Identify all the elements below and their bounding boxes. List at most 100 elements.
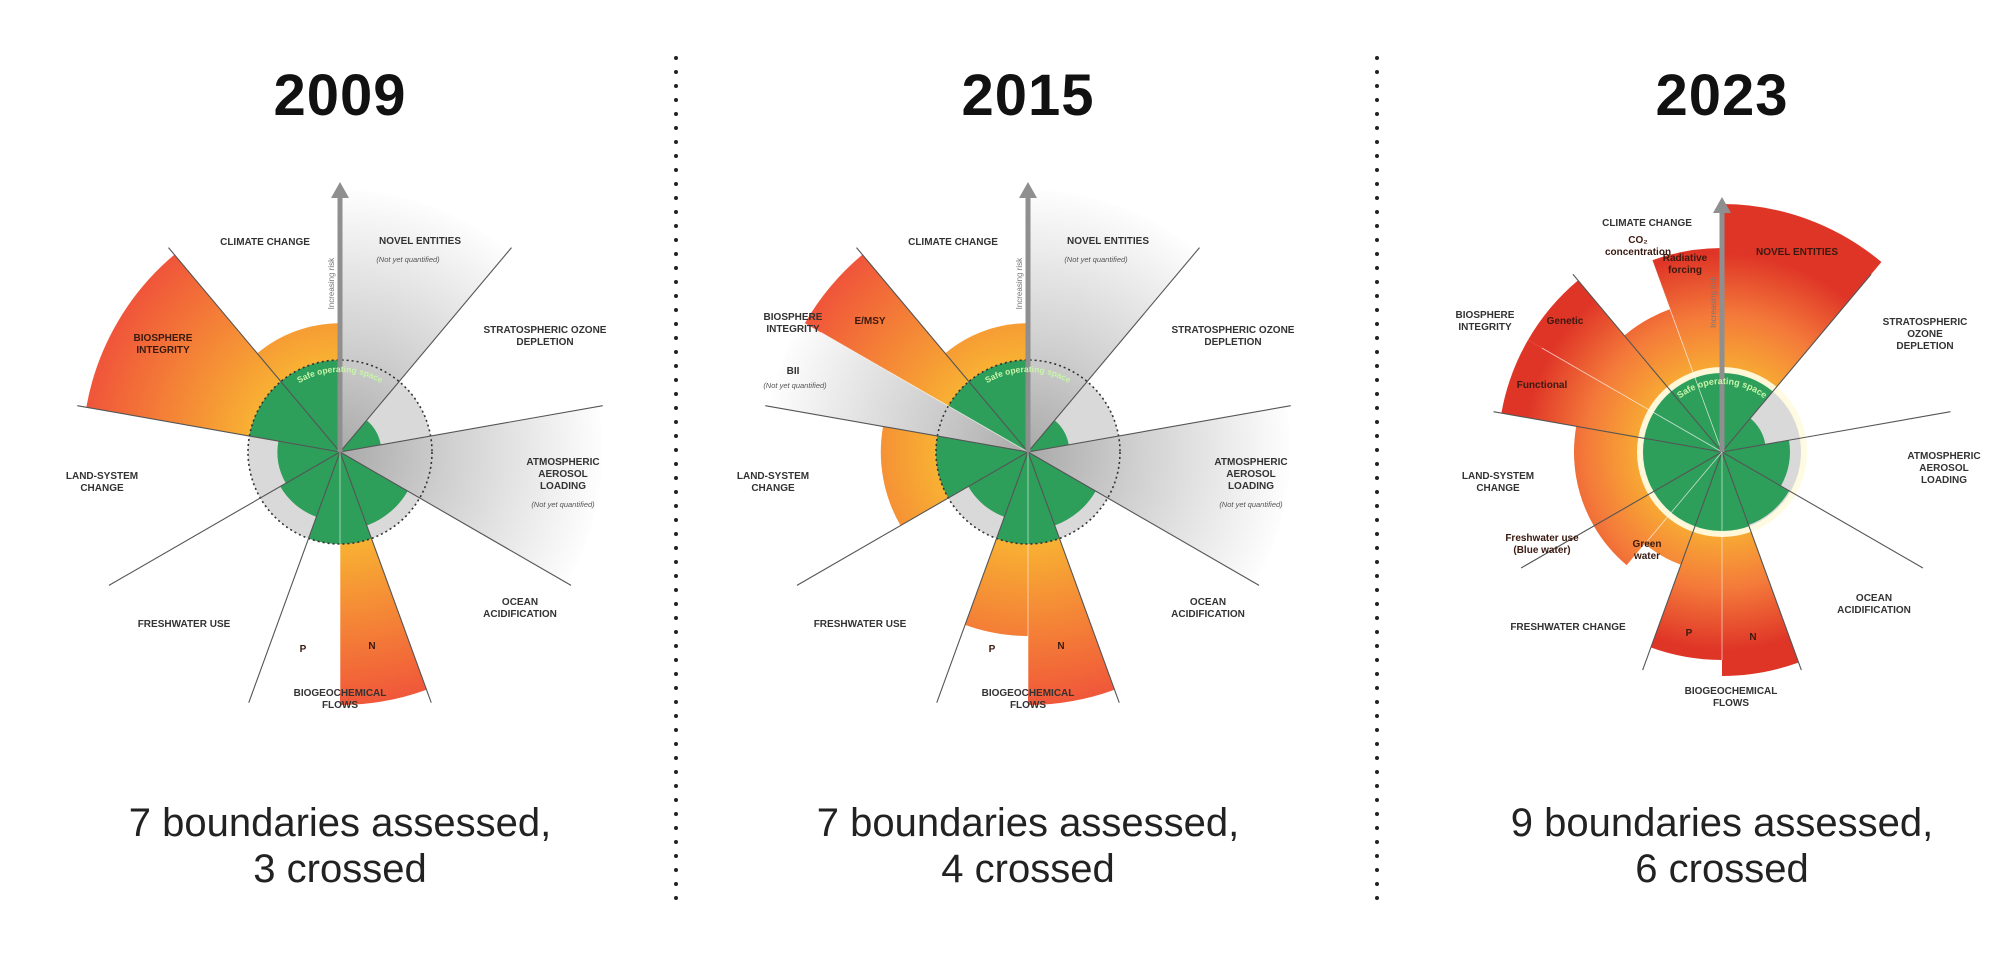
label-n: N <box>1057 641 1065 652</box>
sector-divider <box>339 247 512 453</box>
wedge-land-safe <box>936 436 1028 498</box>
sector-divider <box>1721 451 1802 671</box>
increasing-risk-label: Increasing risk <box>327 257 336 310</box>
label-climate: CLIMATE CHANGE <box>220 237 310 248</box>
sector-divider <box>936 451 1029 703</box>
label-aerosol: ATMOSPHERIC AEROSOL LOADING <box>526 457 600 492</box>
label-land: LAND-SYSTEM CHANGE <box>65 471 139 494</box>
label-biosphere: BIOSPHERE INTEGRITY <box>133 333 193 356</box>
wedge-emsy-safe <box>948 381 1028 452</box>
label-co2: CO₂ concentration <box>1604 235 1672 258</box>
sector-divider <box>1027 451 1260 586</box>
label-bii-note: (Not yet quantified) <box>763 381 827 390</box>
label-land: LAND-SYSTEM CHANGE <box>1461 471 1535 494</box>
wedge-ocean-safe <box>340 452 408 526</box>
wedge-green-safe <box>1670 452 1722 528</box>
year-title: 2023 <box>1655 63 1789 128</box>
sector-divider <box>339 405 603 453</box>
wedge-ocean-safe <box>1028 452 1096 526</box>
label-genetic: Genetic <box>1546 316 1584 327</box>
wedge-aerosol-unquantified <box>1028 406 1291 584</box>
caption-line: 7 boundaries assessed, <box>128 801 552 845</box>
caption-line: 6 crossed <box>1635 847 1809 891</box>
wedge-novel-unquantified <box>1028 189 1197 453</box>
sub-divider <box>1650 256 1723 453</box>
sector-divider <box>1721 273 1872 453</box>
label-ocean: OCEAN ACIDIFICATION <box>483 597 557 620</box>
label-aerosol-note: (Not yet quantified) <box>531 500 595 509</box>
label-novel-note: (Not yet quantified) <box>376 255 440 264</box>
sector-divider <box>1027 405 1291 453</box>
label-biogeo: BIOGEOCHEMICAL FLOWS <box>981 688 1075 711</box>
label-p: P <box>299 644 307 655</box>
label-novel: NOVEL ENTITIES <box>378 236 462 247</box>
boundary-ring <box>247 359 433 545</box>
label-ozone: STRATOSPHERIC OZONE DEPLETION <box>1882 317 1968 352</box>
sector-divider <box>1642 451 1723 671</box>
sector-divider <box>77 405 341 453</box>
wedge-freshwater-safe <box>968 452 1028 517</box>
increasing-risk-label: Increasing risk <box>1709 275 1718 328</box>
wedge-land-safe <box>277 441 340 484</box>
caption-line: 7 boundaries assessed, <box>816 801 1240 845</box>
wedge-aerosol-unquantified <box>340 406 603 584</box>
sector-divider <box>1493 411 1723 453</box>
wedge-climate-safe <box>968 360 1028 452</box>
wedge-novel-safe <box>1722 372 1774 452</box>
boundary-ring <box>935 359 1121 545</box>
wedge-land-safe <box>1642 438 1722 492</box>
wedge-ozone-safe <box>1722 418 1766 452</box>
sector-divider <box>765 405 1029 453</box>
label-climate: CLIMATE CHANGE <box>1602 218 1692 229</box>
label-freshwater: FRESHWATER CHANGE <box>1510 622 1626 633</box>
assessment-caption: 7 boundaries assessed,4 crossed <box>817 800 1240 892</box>
label-biosphere: BIOSPHERE INTEGRITY <box>1455 310 1515 333</box>
sector-divider <box>1721 451 1924 569</box>
wedge-novel-unquantified <box>340 189 509 453</box>
assessment-caption: 9 boundaries assessed,6 crossed <box>1511 800 1934 892</box>
label-functional: Functional <box>1516 380 1568 391</box>
sector-divider <box>796 451 1029 586</box>
sector-divider <box>1572 273 1723 453</box>
assessment-caption: 7 boundaries assessed,3 crossed <box>129 800 552 892</box>
label-p: P <box>1685 628 1693 639</box>
label-biogeo: BIOGEOCHEMICAL FLOWS <box>1684 686 1778 709</box>
label-novel-note: (Not yet quantified) <box>1064 255 1128 264</box>
label-ocean: OCEAN ACIDIFICATION <box>1171 597 1245 620</box>
wedge-bii-unquantified <box>769 320 1028 452</box>
increasing-risk-label: Increasing risk <box>1015 257 1024 310</box>
label-freshwater: FRESHWATER USE <box>137 619 231 630</box>
wedge-blue-safe <box>1652 452 1722 514</box>
wedge-genetic-safe <box>1652 390 1722 452</box>
wedge-co2-safe <box>1670 376 1722 452</box>
wedge-functional-safe <box>1643 412 1722 452</box>
sector-divider <box>1027 247 1200 453</box>
label-bii: BII <box>786 366 800 377</box>
sector-divider <box>1027 451 1120 703</box>
sector-divider <box>339 451 572 586</box>
label-climate: CLIMATE CHANGE <box>908 237 998 248</box>
wedge-biosphere-safe <box>249 381 340 452</box>
sub-divider <box>1587 451 1723 612</box>
wedge-freshwater-safe <box>280 452 340 517</box>
label-p: P <box>988 644 996 655</box>
label-aerosol-note: (Not yet quantified) <box>1219 500 1283 509</box>
caption-line: 9 boundaries assessed, <box>1510 801 1934 845</box>
label-ozone: STRATOSPHERIC OZONE DEPLETION <box>1171 325 1295 348</box>
wedge-ozone-safe <box>1028 420 1069 452</box>
label-rf: Radiative forcing <box>1662 253 1708 276</box>
wedge-climate-safe <box>280 360 340 452</box>
label-aerosol: ATMOSPHERIC AEROSOL LOADING <box>1907 451 1981 486</box>
label-ozone: STRATOSPHERIC OZONE DEPLETION <box>483 325 607 348</box>
wedge-aerosol-safe <box>1722 440 1791 486</box>
arrow-head-icon <box>1713 197 1731 213</box>
sub-divider <box>820 332 1029 453</box>
label-blue: Freshwater use (Blue water) <box>1505 533 1579 556</box>
sub-divider <box>1541 347 1723 453</box>
label-green: Green water <box>1632 539 1662 562</box>
